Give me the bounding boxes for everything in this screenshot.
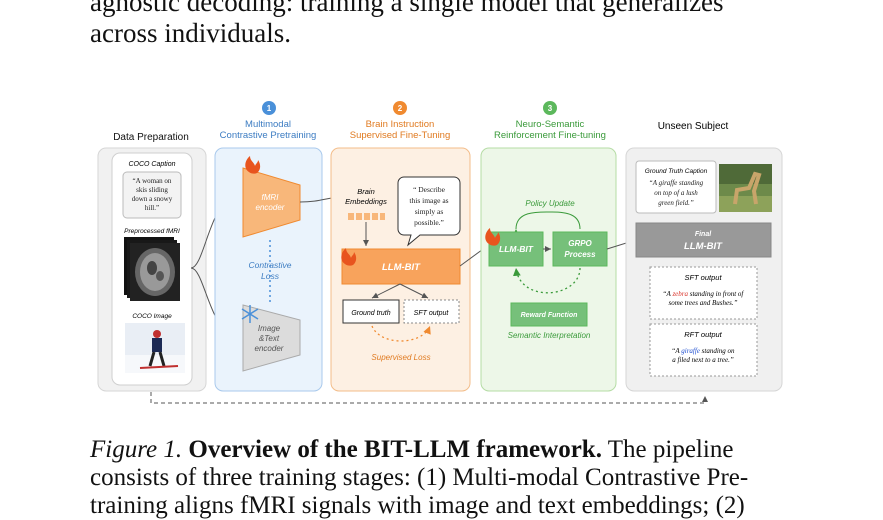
framework-figure: Data Preparation COCO Caption “A woman o…: [97, 101, 783, 404]
ground-truth-box: Ground truth: [351, 310, 390, 317]
contrastive-loss: Contrastive: [249, 260, 292, 270]
sft-output-label: SFT output: [684, 273, 722, 282]
stage1-title: Multimodal: [245, 119, 291, 130]
rft-output-label: RFT output: [684, 330, 722, 339]
policy-update: Policy Update: [525, 199, 575, 208]
svg-text:encoder: encoder: [255, 344, 284, 353]
brain-embeddings: Brain: [357, 187, 375, 196]
fmri-label: Preprocessed fMRI: [124, 228, 180, 235]
svg-text:a filed next to a tree.”: a filed next to a tree.”: [672, 356, 734, 364]
svg-text:Embeddings: Embeddings: [345, 197, 387, 206]
figure-label: Figure 1.: [90, 436, 183, 463]
svg-text:down a snowy: down a snowy: [132, 195, 173, 203]
stage2-number: 2: [398, 104, 403, 113]
reward-function: Reward Function: [521, 312, 578, 319]
figure-caption-line: Figure 1. Overview of the BIT-LLM framew…: [90, 436, 800, 464]
svg-text:some trees and Bushes.”: some trees and Bushes.”: [669, 299, 738, 307]
coco-caption-label: COCO Caption: [128, 161, 175, 168]
rft-output-text: “A giraffe standing on: [671, 347, 735, 355]
stage2-panel: 2 Brain Instruction Supervised Fine-Tuni…: [330, 101, 471, 392]
caption-text: The pipeline: [601, 436, 734, 463]
svg-text:Process: Process: [564, 250, 596, 259]
svg-text:encoder: encoder: [256, 203, 285, 212]
svg-text:simply as: simply as: [415, 207, 444, 216]
svg-text:Contrastive Pretraining: Contrastive Pretraining: [220, 130, 317, 141]
svg-text:this image as: this image as: [409, 196, 448, 205]
final-label: Final: [695, 231, 712, 238]
stage3-number: 3: [548, 104, 553, 113]
coco-caption-quote: “A woman on: [133, 177, 172, 185]
stage1-panel: 1 Multimodal Contrastive Pretraining fMR…: [214, 101, 323, 392]
svg-text:Loss: Loss: [261, 271, 280, 281]
svg-text:Reinforcement Fine-tuning: Reinforcement Fine-tuning: [494, 130, 606, 141]
supervised-loss: Supervised Loss: [371, 353, 430, 362]
sft-output-box: SFT output: [414, 310, 450, 317]
svg-text:&Text: &Text: [259, 334, 280, 343]
data-preparation-panel: Data Preparation COCO Caption “A woman o…: [97, 132, 207, 392]
sft-output-text: “A zebra standing in front of: [663, 290, 745, 298]
fmri-brain-scan-image: [124, 237, 180, 301]
image-text-encoder: Image: [258, 324, 281, 333]
svg-text:hill.”: hill.”: [145, 204, 159, 212]
instruction-quote: “ Describe: [413, 185, 446, 194]
figure-title: Overview of the BIT-LLM framework.: [188, 436, 602, 463]
svg-text:possible.”: possible.”: [414, 218, 444, 227]
fire-icon: [245, 156, 261, 174]
gt-caption-quote: “A giraffe standing: [649, 179, 704, 187]
figure-caption-line: training aligns fMRI signals with image …: [90, 492, 745, 519]
coco-image-skier: [125, 323, 185, 373]
coco-image-label: COCO Image: [132, 313, 172, 320]
svg-text:Supervised Fine-Tuning: Supervised Fine-Tuning: [350, 130, 451, 141]
svg-text:on top of a lush: on top of a lush: [654, 189, 698, 197]
grpo-process: GRPO: [568, 239, 592, 248]
unseen-subject-panel: Unseen Subject Ground Truth Caption “A g…: [625, 121, 783, 392]
stage3-panel: 3 Neuro-Semantic Reinforcement Fine-tuni…: [480, 101, 617, 392]
stage2-title: Brain Instruction: [366, 119, 435, 130]
embedding-tokens: [348, 213, 385, 220]
giraffe-image: [719, 164, 772, 212]
fmri-encoder: fMRI: [262, 193, 280, 202]
svg-text:skis sliding: skis sliding: [136, 186, 168, 194]
fire-icon: [341, 248, 357, 266]
stage3-title: Neuro-Semantic: [516, 119, 585, 130]
semantic-interpretation: Semantic Interpretation: [508, 331, 591, 340]
llm-bit-sft: LLM-BIT: [382, 262, 421, 273]
data-prep-title: Data Preparation: [113, 132, 189, 143]
unseen-subject-dashed-arrow: [150, 392, 708, 404]
snowflake-icon: [241, 305, 259, 323]
svg-text:green field.”: green field.”: [658, 199, 694, 207]
stage1-number: 1: [267, 104, 272, 113]
body-text-line: across individuals.: [90, 18, 291, 48]
body-text-line: agnostic decoding: training a single mod…: [90, 0, 724, 17]
llm-bit-rft: LLM-BIT: [499, 244, 534, 254]
figure-caption-line: consists of three training stages: (1) M…: [90, 464, 749, 491]
gt-caption-label: Ground Truth Caption: [645, 168, 708, 175]
final-llm-bit: LLM-BIT: [684, 241, 723, 252]
fire-icon: [485, 228, 501, 246]
unseen-title: Unseen Subject: [658, 121, 729, 132]
